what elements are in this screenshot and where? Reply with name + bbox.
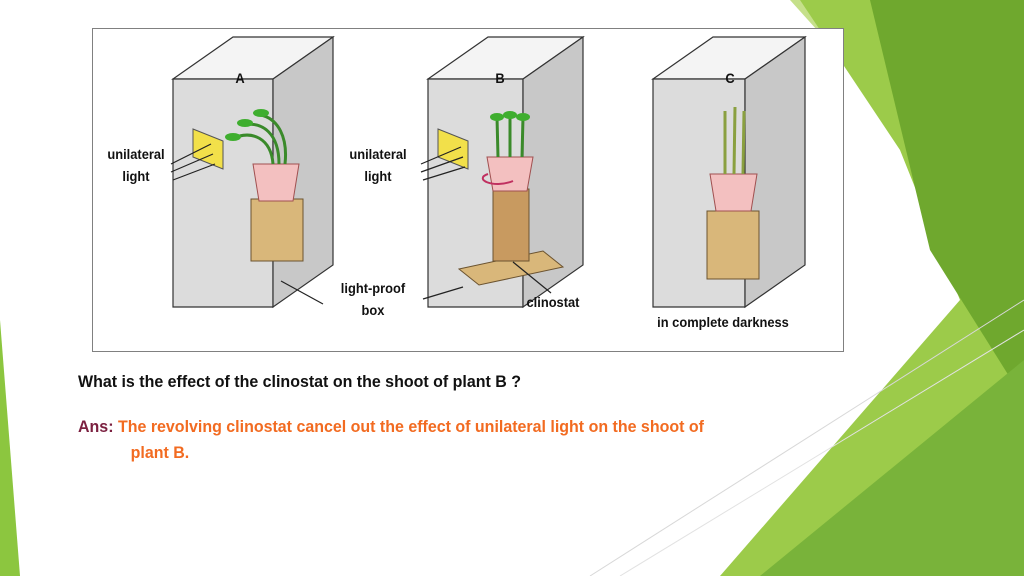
figure-drawing — [170, 35, 807, 309]
box-a — [171, 35, 335, 309]
clinostat-label: clinostat — [526, 294, 580, 310]
green-shape-right-dark — [870, 0, 1024, 400]
answer-line-1: The revolving clinostat cancel out the e… — [117, 417, 704, 436]
green-shape-bottom — [760, 360, 1024, 576]
box-b — [426, 35, 585, 309]
darkness-label: in complete darkness — [657, 314, 789, 330]
answer-line-2: plant B. — [130, 443, 190, 462]
experiment-figure: A B C unilateral light unilateral light … — [92, 28, 844, 352]
question-text: What is the effect of the clinostat on t… — [78, 372, 522, 391]
pointer-lines — [280, 261, 552, 305]
box-label-a: A — [235, 70, 245, 86]
box-label-b: B — [495, 70, 505, 86]
answer-prefix: Ans: — [78, 417, 114, 436]
light-arrows — [170, 143, 466, 181]
green-shape-left — [0, 320, 20, 576]
unilateral-light-label-a: unilateral light — [107, 146, 165, 184]
unilateral-light-label-b: unilateral light — [349, 146, 407, 184]
answer-block: Ans: The revolving clinostat cancel out … — [78, 414, 704, 466]
box-label-c: C — [725, 70, 735, 86]
light-proof-box-label: light-proof box — [340, 280, 406, 318]
box-c — [651, 35, 807, 309]
